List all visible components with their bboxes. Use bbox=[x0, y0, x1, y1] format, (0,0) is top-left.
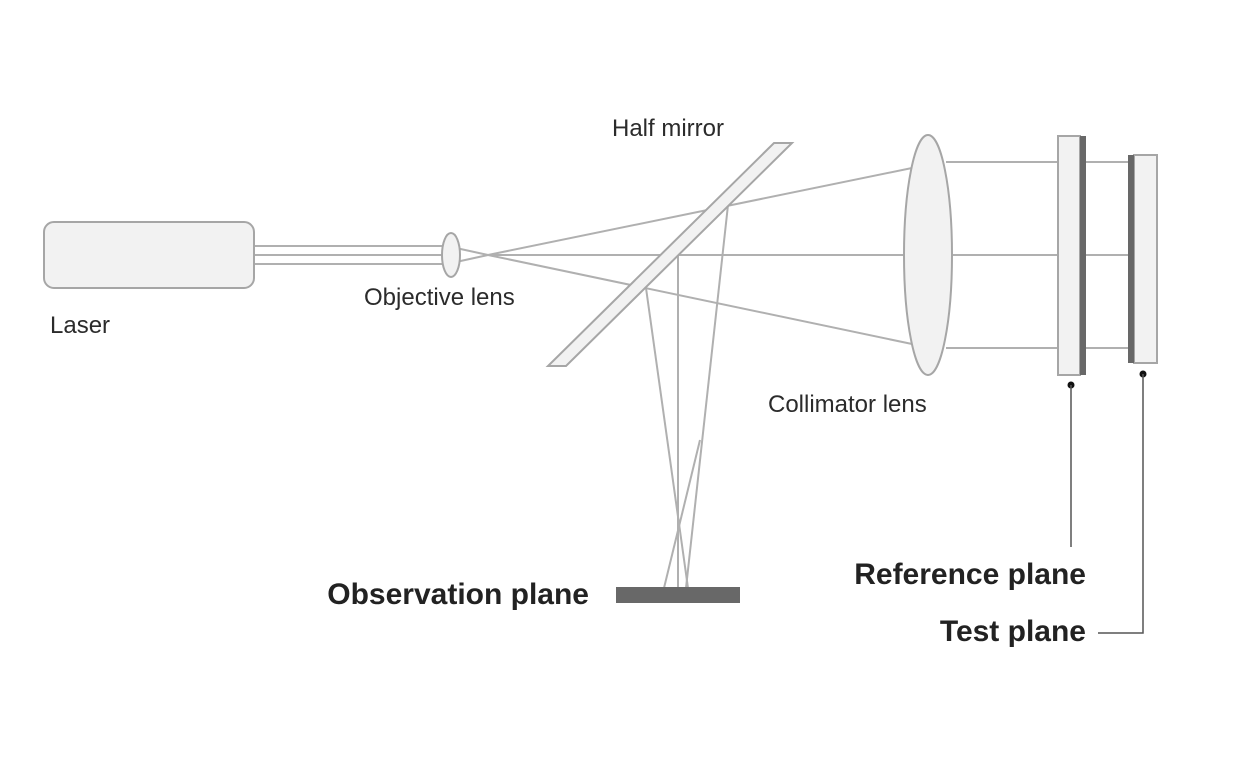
reference-plane-label: Reference plane bbox=[854, 558, 1086, 591]
test-plane-plate bbox=[1128, 154, 1158, 364]
collimator-lens bbox=[903, 134, 953, 376]
reflected-beam bbox=[645, 204, 729, 589]
reference-plane-plate bbox=[1057, 135, 1086, 376]
test-plane-leader bbox=[1098, 370, 1147, 634]
collimated-beam bbox=[946, 161, 1130, 349]
observation-plane-plate bbox=[616, 587, 740, 603]
half-mirror-label: Half mirror bbox=[612, 115, 724, 142]
test-plane-label: Test plane bbox=[940, 615, 1086, 648]
laser-body bbox=[43, 221, 255, 289]
diverging-beam bbox=[455, 167, 913, 345]
observation-plane-label: Observation plane bbox=[327, 578, 589, 611]
laser-beam bbox=[254, 245, 446, 265]
reference-plane-leader bbox=[1067, 381, 1075, 547]
laser-label: Laser bbox=[50, 312, 110, 339]
collimator-lens-label: Collimator lens bbox=[768, 391, 927, 418]
objective-lens bbox=[441, 232, 461, 278]
objective-lens-label: Objective lens bbox=[364, 284, 515, 311]
half-mirror bbox=[545, 142, 795, 367]
